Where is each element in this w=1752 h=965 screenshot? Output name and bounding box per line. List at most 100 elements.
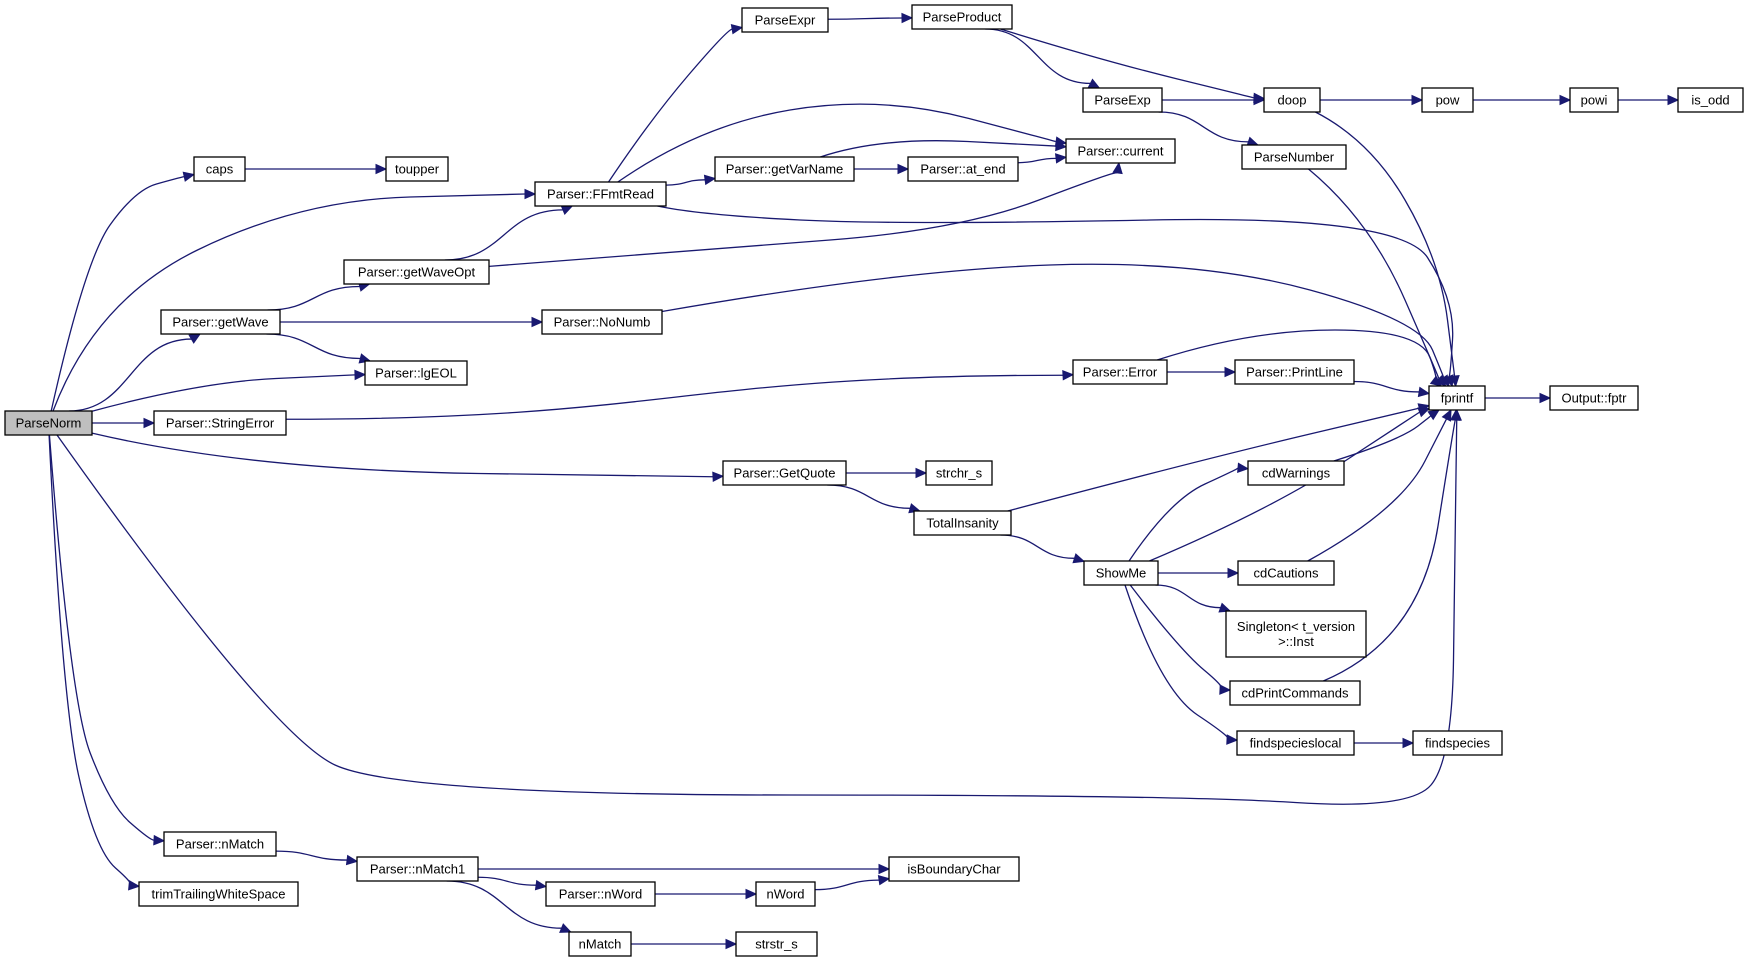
edge-line [1017,157,1057,164]
node-label: >::Inst [1278,634,1314,649]
node-getWaveOpt[interactable]: Parser::getWaveOpt [343,259,490,285]
node-lgEOL[interactable]: Parser::lgEOL [364,360,468,386]
node-isBoundaryChar[interactable]: isBoundaryChar [888,856,1020,882]
node-FFmtRead[interactable]: Parser::FFmtRead [534,181,667,207]
edge-line [488,172,1119,268]
node-ParseNorm[interactable]: ParseNorm [4,410,93,436]
arrowhead [1539,392,1552,404]
node-trimTrailingWhiteSpace[interactable]: trimTrailingWhiteSpace [138,881,299,907]
edge-line [1308,168,1440,380]
node-label: ShowMe [1096,566,1147,581]
edge-ShowMe-to-cdWarnings [1128,462,1250,562]
edge-ShowMe-to-cdCautions [1157,567,1240,579]
edge-pow-to-powi [1473,94,1572,106]
node-box [1428,385,1486,411]
node-box [1225,610,1367,658]
node-caps[interactable]: caps [193,156,246,182]
node-nMatch[interactable]: Parser::nMatch [163,831,277,857]
node-toupper[interactable]: toupper [385,156,449,182]
edge-line [1129,584,1223,691]
arrowhead [1411,94,1424,106]
edge-ParseExp-to-doop [1162,94,1266,106]
edge-line [267,285,360,311]
edge-line [1353,380,1420,393]
node-ParseExpr[interactable]: ParseExpr [741,7,829,33]
node-box [911,4,1013,30]
node-StringError[interactable]: Parser::StringError [153,410,287,436]
node-findspecieslocal[interactable]: findspecieslocal [1236,730,1355,756]
arrowhead [712,471,725,483]
node-strchr_s[interactable]: strchr_s [925,460,993,486]
node-label: Parser::getWave [172,315,268,330]
node-fptr[interactable]: Output::fptr [1549,385,1639,411]
node-label: Parser::NoNumb [554,315,651,330]
edge-line [48,434,132,886]
node-ShowMe[interactable]: ShowMe [1083,560,1159,586]
node-at_end[interactable]: Parser::at_end [907,156,1019,182]
edge-line [1128,467,1239,562]
node-ParseProduct[interactable]: ParseProduct [911,4,1013,30]
node-nWord[interactable]: nWord [755,881,816,907]
edge-line [657,205,1454,378]
arrowhead [1237,462,1250,474]
node-getWave[interactable]: Parser::getWave [160,309,281,335]
node-Singleton[interactable]: Singleton< t_version>::Inst [1225,610,1367,658]
edge-fprintf-to-fptr [1485,392,1552,404]
node-Error[interactable]: Parser::Error [1072,359,1168,385]
edge-line [1000,28,1255,99]
node-label: doop [1278,93,1307,108]
node-box [343,259,490,285]
node-powi[interactable]: powi [1569,87,1619,113]
node-nMatch1[interactable]: Parser::nMatch1 [356,856,479,882]
edge-line [1156,329,1437,382]
node-GetQuote[interactable]: Parser::GetQuote [722,460,847,486]
node-box [163,831,277,857]
node-findspecies[interactable]: findspecies [1412,730,1503,756]
node-label: Parser::nMatch1 [370,862,465,877]
node-box [385,156,449,182]
edge-findspecieslocal-to-findspecies [1354,737,1415,749]
edge-cdCautions-to-fprintf [1307,408,1452,562]
edge-nMatch-to-nMatch1 [275,850,359,866]
node-box [1237,560,1335,586]
node-cdPrintCommands[interactable]: cdPrintCommands [1229,680,1361,706]
node-box [160,309,281,335]
edge-line [50,176,185,412]
edge-line [285,374,1064,420]
arrowhead [1417,407,1431,418]
node-pow[interactable]: pow [1421,87,1474,113]
edge-nMatchG-to-strstr_s [631,938,738,950]
node-label: Parser::getWaveOpt [358,265,476,280]
node-fprintf[interactable]: fprintf [1428,385,1486,411]
node-TotalInsanity[interactable]: TotalInsanity [913,510,1012,536]
node-is_odd[interactable]: is_odd [1677,87,1744,113]
node-box [735,931,818,957]
node-current[interactable]: Parser::current [1065,138,1176,164]
node-label: pow [1436,93,1460,108]
node-getVarName[interactable]: Parser::getVarName [714,156,855,182]
node-box [568,931,632,957]
node-box [1421,87,1474,113]
edge-line [1333,414,1433,462]
node-ParseNumber[interactable]: ParseNumber [1241,144,1347,170]
edge-line [477,876,537,886]
edge-doop-to-pow [1320,94,1424,106]
node-box [1412,730,1503,756]
edge-ParseNumber-to-fprintf [1308,168,1447,387]
node-label: Parser::nWord [559,887,643,902]
node-nMatchG[interactable]: nMatch [568,931,632,957]
node-PrintLine[interactable]: Parser::PrintLine [1234,359,1355,385]
node-NoNumb[interactable]: Parser::NoNumb [541,309,663,335]
arrowhead [534,879,548,891]
node-box [1569,87,1619,113]
node-cdCautions[interactable]: cdCautions [1237,560,1335,586]
node-doop[interactable]: doop [1263,87,1321,113]
node-nWordP[interactable]: Parser::nWord [545,881,656,907]
node-cdWarnings[interactable]: cdWarnings [1247,460,1345,486]
edge-at_end-to-current [1017,153,1068,164]
node-strstr_s[interactable]: strstr_s [735,931,818,957]
arrowhead [1219,684,1232,695]
node-ParseExp[interactable]: ParseExp [1082,87,1163,113]
node-label: Singleton< t_version [1237,619,1355,634]
